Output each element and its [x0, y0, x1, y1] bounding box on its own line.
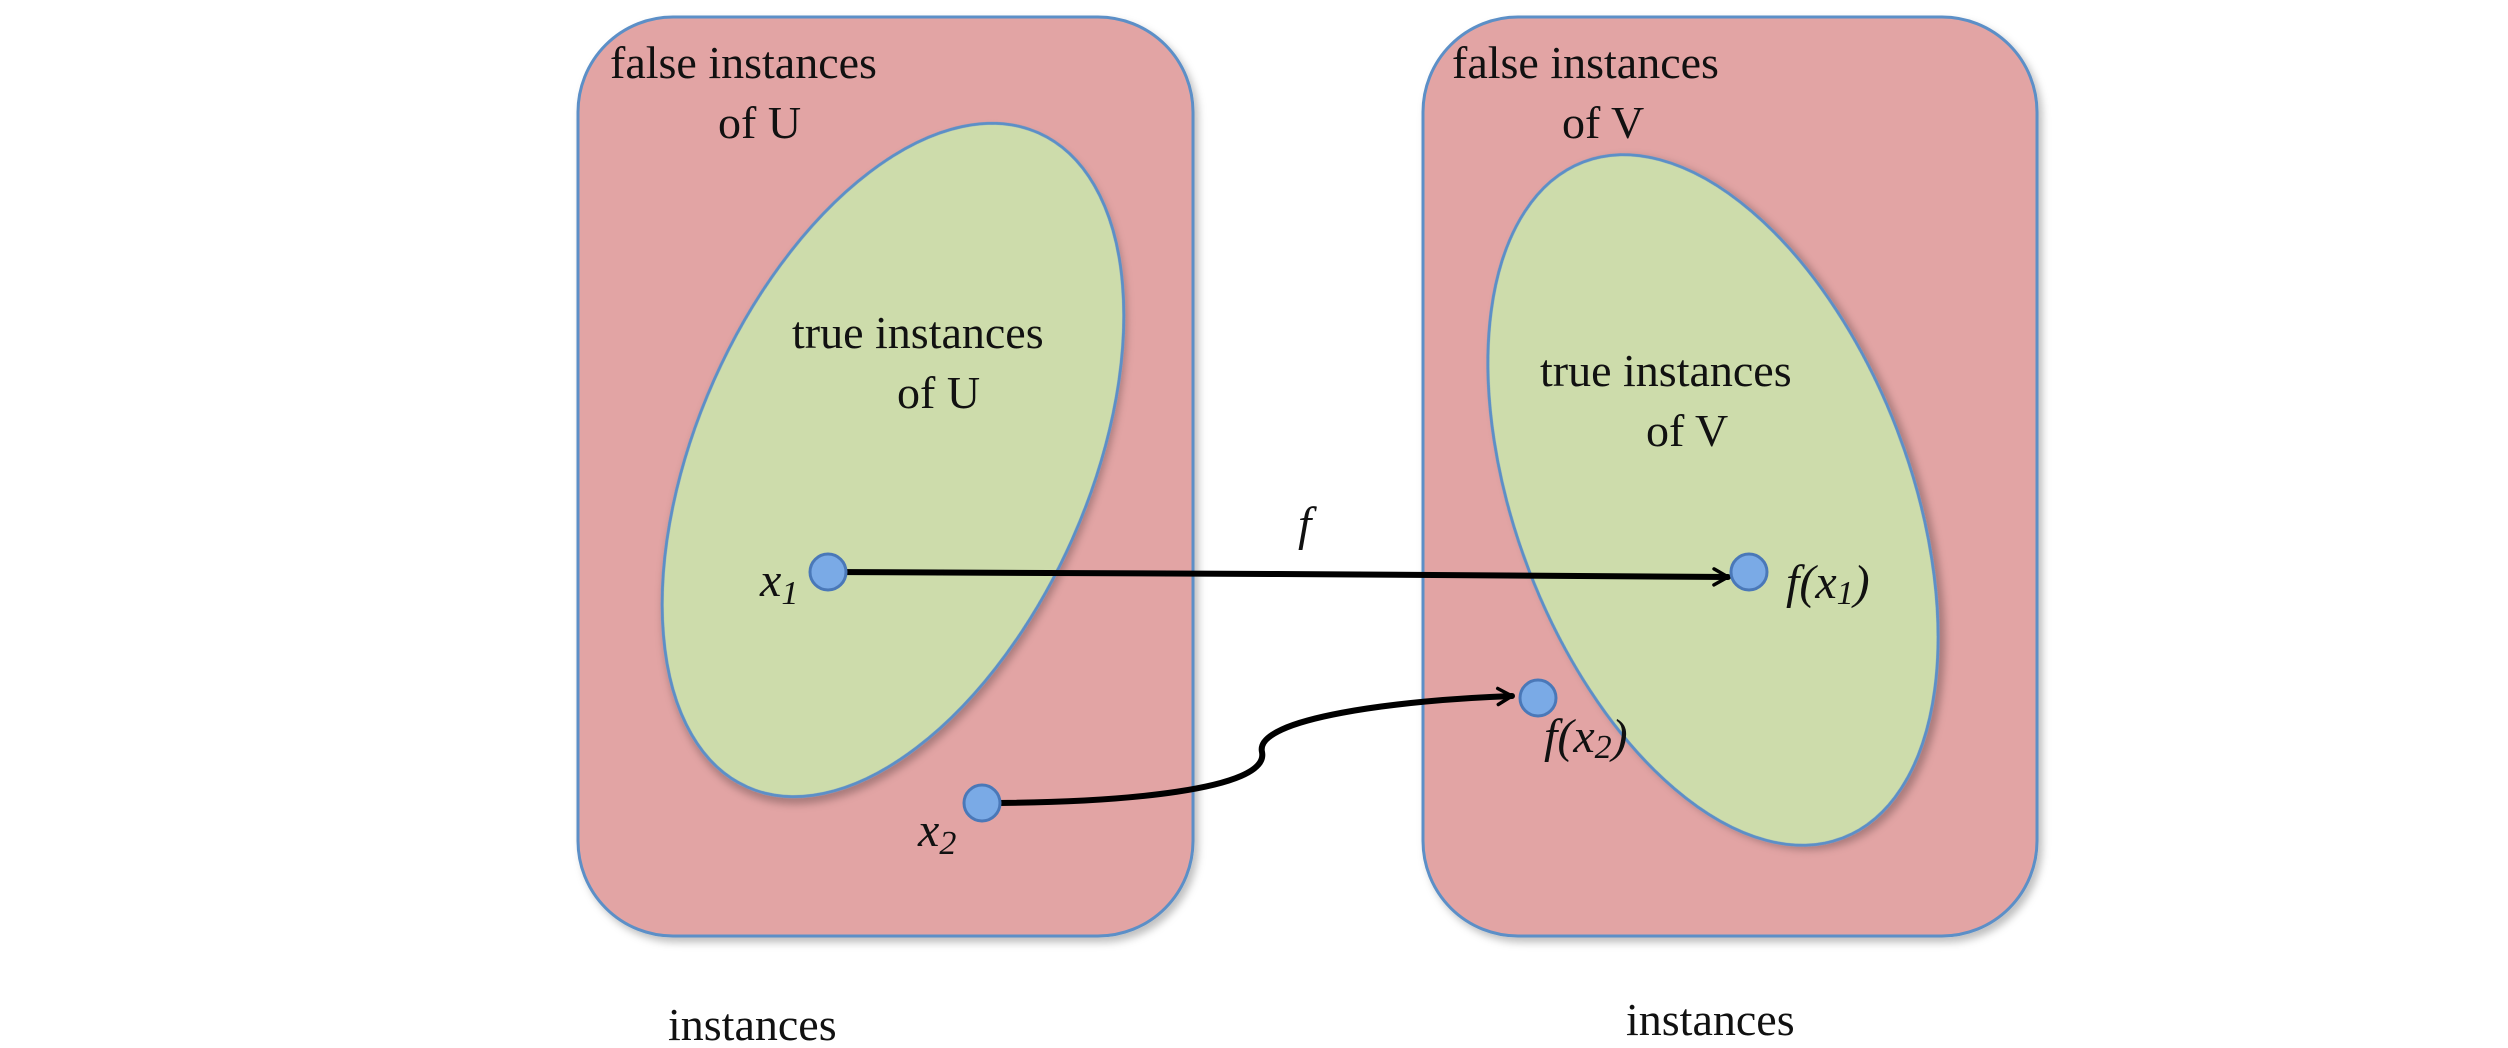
label-fx2-open: f(x [1544, 710, 1595, 763]
point-fx1 [1729, 552, 1769, 592]
label-x1-base: x [759, 554, 781, 607]
point-labels: x1 x2 f(x1) f(x2) [759, 554, 1870, 862]
true-instances-U-region [660, 121, 1126, 799]
false-instances-U-label-line2: of U [718, 97, 801, 148]
label-fx2-close: ) [1609, 710, 1628, 763]
label-fx1: f(x1) [1786, 556, 1870, 612]
arrow-x2-to-fx2 [979, 686, 1515, 806]
label-x2-sub: 2 [939, 825, 956, 862]
mapping-f-label: f [1298, 498, 1317, 551]
label-fx2-sub: 2 [1595, 729, 1612, 766]
true-instances-U-label-line2: of U [897, 367, 980, 418]
label-fx2: f(x2) [1544, 710, 1628, 766]
false-instances-U-label-line1: false instances [610, 37, 877, 88]
true-instances-V-region [1486, 153, 1940, 847]
label-x2-base: x [917, 804, 939, 857]
point-x2 [962, 783, 1002, 823]
true-instances-V-label-line1: true instances [1540, 345, 1792, 396]
label-fx1-open: f(x [1786, 556, 1837, 609]
arrow-x1-to-fx1 [825, 567, 1731, 587]
label-x1: x1 [759, 554, 798, 612]
left-instances-label: instances [668, 999, 837, 1043]
right-instances-label: instances [1626, 994, 1795, 1043]
label-x1-sub: 1 [781, 575, 798, 612]
false-instances-V-label-line2: of V [1562, 97, 1644, 148]
label-fx1-close: ) [1851, 556, 1870, 609]
right-set-V: false instances of V true instances of V… [1421, 15, 2039, 1045]
true-instances-V-label-line2: of V [1646, 405, 1728, 456]
false-instances-V-label-line1: false instances [1452, 37, 1719, 88]
label-fx1-sub: 1 [1837, 575, 1854, 612]
points [808, 552, 1769, 823]
left-set-U: false instances of U true instances of U… [576, 15, 1195, 1048]
label-x2: x2 [917, 804, 956, 862]
point-x1 [808, 552, 848, 592]
point-fx2 [1518, 678, 1558, 718]
true-instances-U-label-line1: true instances [792, 307, 1044, 358]
